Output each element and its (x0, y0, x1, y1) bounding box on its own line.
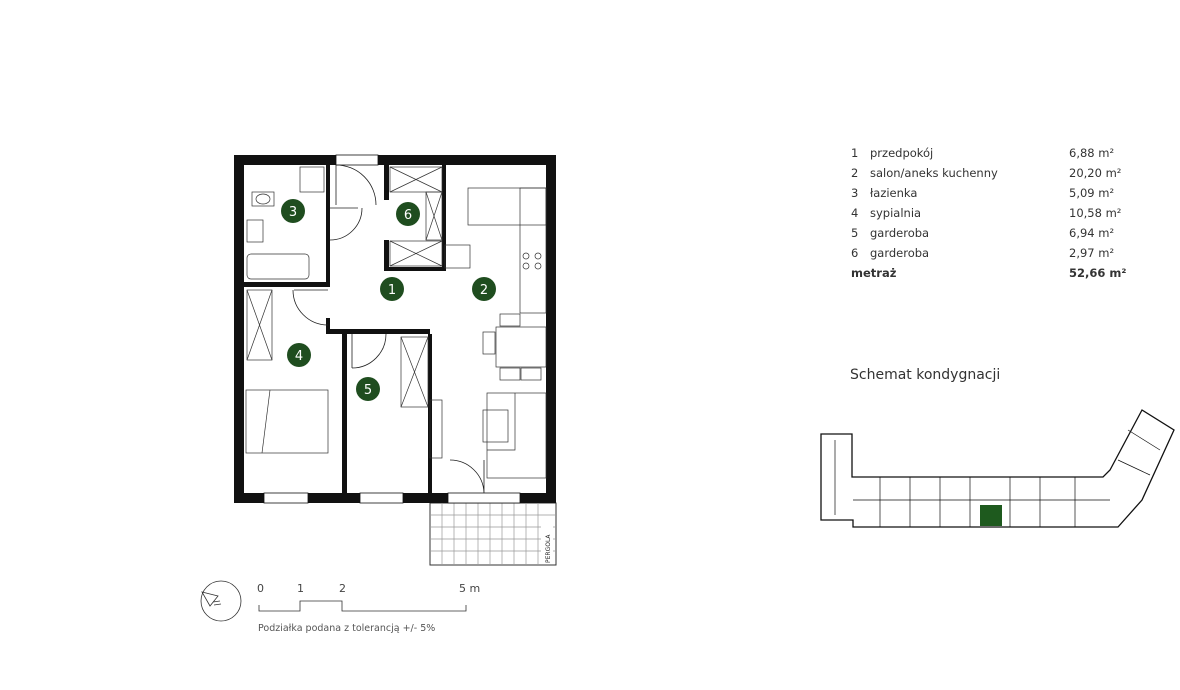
doors (292, 164, 485, 494)
building-schematic (820, 409, 1175, 528)
badge-5: 5 (364, 383, 372, 398)
badge-1: 1 (388, 283, 396, 298)
scale-tick: 1 (297, 582, 304, 595)
badge-4: 4 (295, 349, 303, 364)
schema-title: Schemat kondygnacji (850, 367, 1001, 383)
windows (263, 154, 521, 504)
furniture (245, 166, 547, 479)
scale-tick: 5 m (459, 582, 481, 595)
scale-bar (258, 600, 467, 612)
pergola-label: PERGOLA (545, 534, 552, 563)
scale-tick: 0 (257, 582, 264, 595)
room-badges: 3 6 1 2 4 5 (281, 199, 496, 401)
apartment-highlight (980, 505, 1002, 526)
balcony (429, 502, 557, 566)
walls (234, 155, 556, 503)
compass-icon (200, 580, 242, 622)
scale-caption: Podziałka podana z tolerancją +/- 5% (258, 623, 436, 634)
badge-2: 2 (480, 283, 488, 298)
badge-3: 3 (289, 205, 297, 220)
badge-6: 6 (404, 208, 412, 223)
scale-tick: 2 (339, 582, 346, 595)
